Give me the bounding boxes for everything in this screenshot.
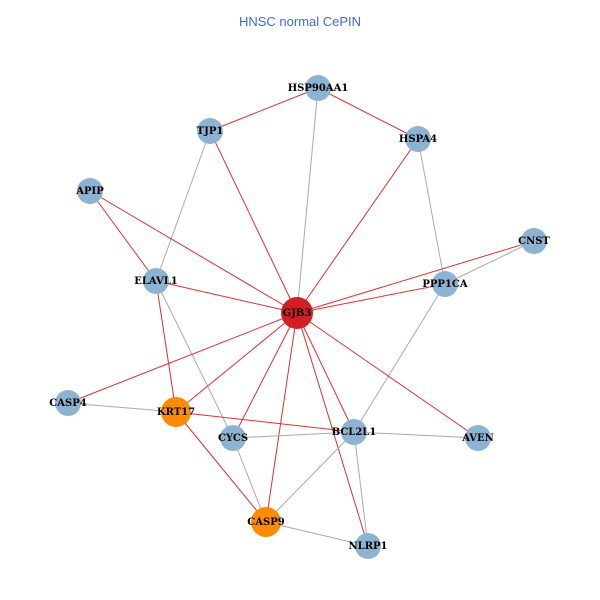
node-label-PPP1CA: PPP1CA bbox=[422, 279, 467, 290]
edge-GJB3-CASP4 bbox=[67, 312, 298, 404]
node-TJP1: TJP1 bbox=[197, 118, 224, 144]
node-label-ELAVL1: ELAVL1 bbox=[134, 276, 177, 287]
node-label-HSP90AA1: HSP90AA1 bbox=[288, 83, 349, 94]
edge-CASP9-NLRP1 bbox=[265, 521, 369, 547]
edge-BCL2L1-NLRP1 bbox=[353, 431, 369, 547]
edge-GJB3-CASP9 bbox=[265, 312, 298, 523]
node-circle-KRT17 bbox=[161, 397, 191, 427]
node-label-BCL2L1: BCL2L1 bbox=[332, 427, 377, 438]
edge-CASP4-KRT17 bbox=[67, 402, 177, 413]
node-CASP9: CASP9 bbox=[247, 507, 285, 537]
node-circle-ELAVL1 bbox=[143, 268, 169, 294]
node-circle-APIP bbox=[77, 178, 103, 204]
edge-GJB3-AVEN bbox=[296, 312, 479, 439]
edge-PPP1CA-GJB3 bbox=[296, 283, 446, 314]
node-KRT17: KRT17 bbox=[157, 397, 195, 427]
node-circle-CASP9 bbox=[251, 507, 281, 537]
node-circle-AVEN bbox=[465, 425, 491, 451]
node-BCL2L1: BCL2L1 bbox=[332, 419, 377, 445]
edge-ELAVL1-CYCS bbox=[155, 280, 234, 439]
node-ELAVL1: ELAVL1 bbox=[134, 268, 178, 294]
node-label-CASP9: CASP9 bbox=[247, 517, 284, 528]
edge-HSPA4-GJB3 bbox=[296, 138, 419, 314]
node-GJB3: GJB3 bbox=[281, 297, 313, 329]
node-circle-CNST bbox=[521, 228, 547, 254]
plot-title: HNSC normal CePIN bbox=[238, 14, 362, 29]
edge-HSP90AA1-HSPA4 bbox=[317, 87, 419, 140]
node-PPP1CA: PPP1CA bbox=[422, 271, 468, 297]
edge-GJB3-CYCS bbox=[232, 312, 298, 439]
edge-APIP-ELAVL1 bbox=[89, 190, 157, 282]
node-circle-HSPA4 bbox=[405, 126, 431, 152]
node-label-APIP: APIP bbox=[75, 186, 104, 197]
node-CASP4: CASP4 bbox=[49, 390, 87, 416]
edge-BCL2L1-AVEN bbox=[353, 431, 479, 439]
node-label-CASP4: CASP4 bbox=[49, 398, 86, 409]
edge-HSPA4-PPP1CA bbox=[417, 138, 446, 285]
edge-HSP90AA1-TJP1 bbox=[209, 87, 319, 132]
node-CNST: CNST bbox=[518, 228, 550, 254]
node-NLRP1: NLRP1 bbox=[349, 533, 388, 559]
node-label-KRT17: KRT17 bbox=[157, 407, 195, 418]
edge-CNST-GJB3 bbox=[296, 240, 535, 314]
edge-CYCS-BCL2L1 bbox=[232, 431, 355, 439]
node-circle-TJP1 bbox=[197, 118, 223, 144]
node-label-TJP1: TJP1 bbox=[197, 126, 224, 137]
node-APIP: APIP bbox=[75, 178, 104, 204]
node-label-NLRP1: NLRP1 bbox=[349, 541, 388, 552]
edge-ELAVL1-KRT17 bbox=[155, 280, 177, 413]
node-HSP90AA1: HSP90AA1 bbox=[288, 75, 349, 101]
node-label-GJB3: GJB3 bbox=[283, 308, 312, 319]
edge-KRT17-BCL2L1 bbox=[175, 411, 355, 433]
edge-KRT17-CASP9 bbox=[175, 411, 267, 523]
node-circle-CASP4 bbox=[55, 390, 81, 416]
edge-HSP90AA1-GJB3 bbox=[296, 87, 319, 314]
node-label-CNST: CNST bbox=[518, 236, 550, 247]
node-label-HSPA4: HSPA4 bbox=[399, 134, 437, 145]
edge-TJP1-ELAVL1 bbox=[155, 130, 211, 282]
node-circle-NLRP1 bbox=[355, 533, 381, 559]
edge-BCL2L1-CASP9 bbox=[265, 431, 355, 523]
edge-GJB3-KRT17 bbox=[175, 312, 298, 413]
edge-GJB3-BCL2L1 bbox=[296, 312, 355, 433]
node-circle-PPP1CA bbox=[432, 271, 458, 297]
node-CYCS: CYCS bbox=[218, 425, 248, 451]
node-circle-HSP90AA1 bbox=[305, 75, 331, 101]
edge-ELAVL1-GJB3 bbox=[155, 280, 298, 314]
edge-CYCS-CASP9 bbox=[232, 437, 267, 523]
edge-CNST-PPP1CA bbox=[444, 240, 535, 285]
edge-APIP-GJB3 bbox=[89, 190, 298, 314]
node-HSPA4: HSPA4 bbox=[399, 126, 437, 152]
node-AVEN: AVEN bbox=[461, 425, 494, 451]
node-label-AVEN: AVEN bbox=[461, 433, 494, 444]
node-circle-GJB3 bbox=[281, 297, 313, 329]
edge-TJP1-GJB3 bbox=[209, 130, 298, 314]
node-circle-BCL2L1 bbox=[341, 419, 367, 445]
node-circle-CYCS bbox=[220, 425, 246, 451]
node-label-CYCS: CYCS bbox=[218, 433, 248, 444]
edge-PPP1CA-BCL2L1 bbox=[353, 283, 446, 433]
